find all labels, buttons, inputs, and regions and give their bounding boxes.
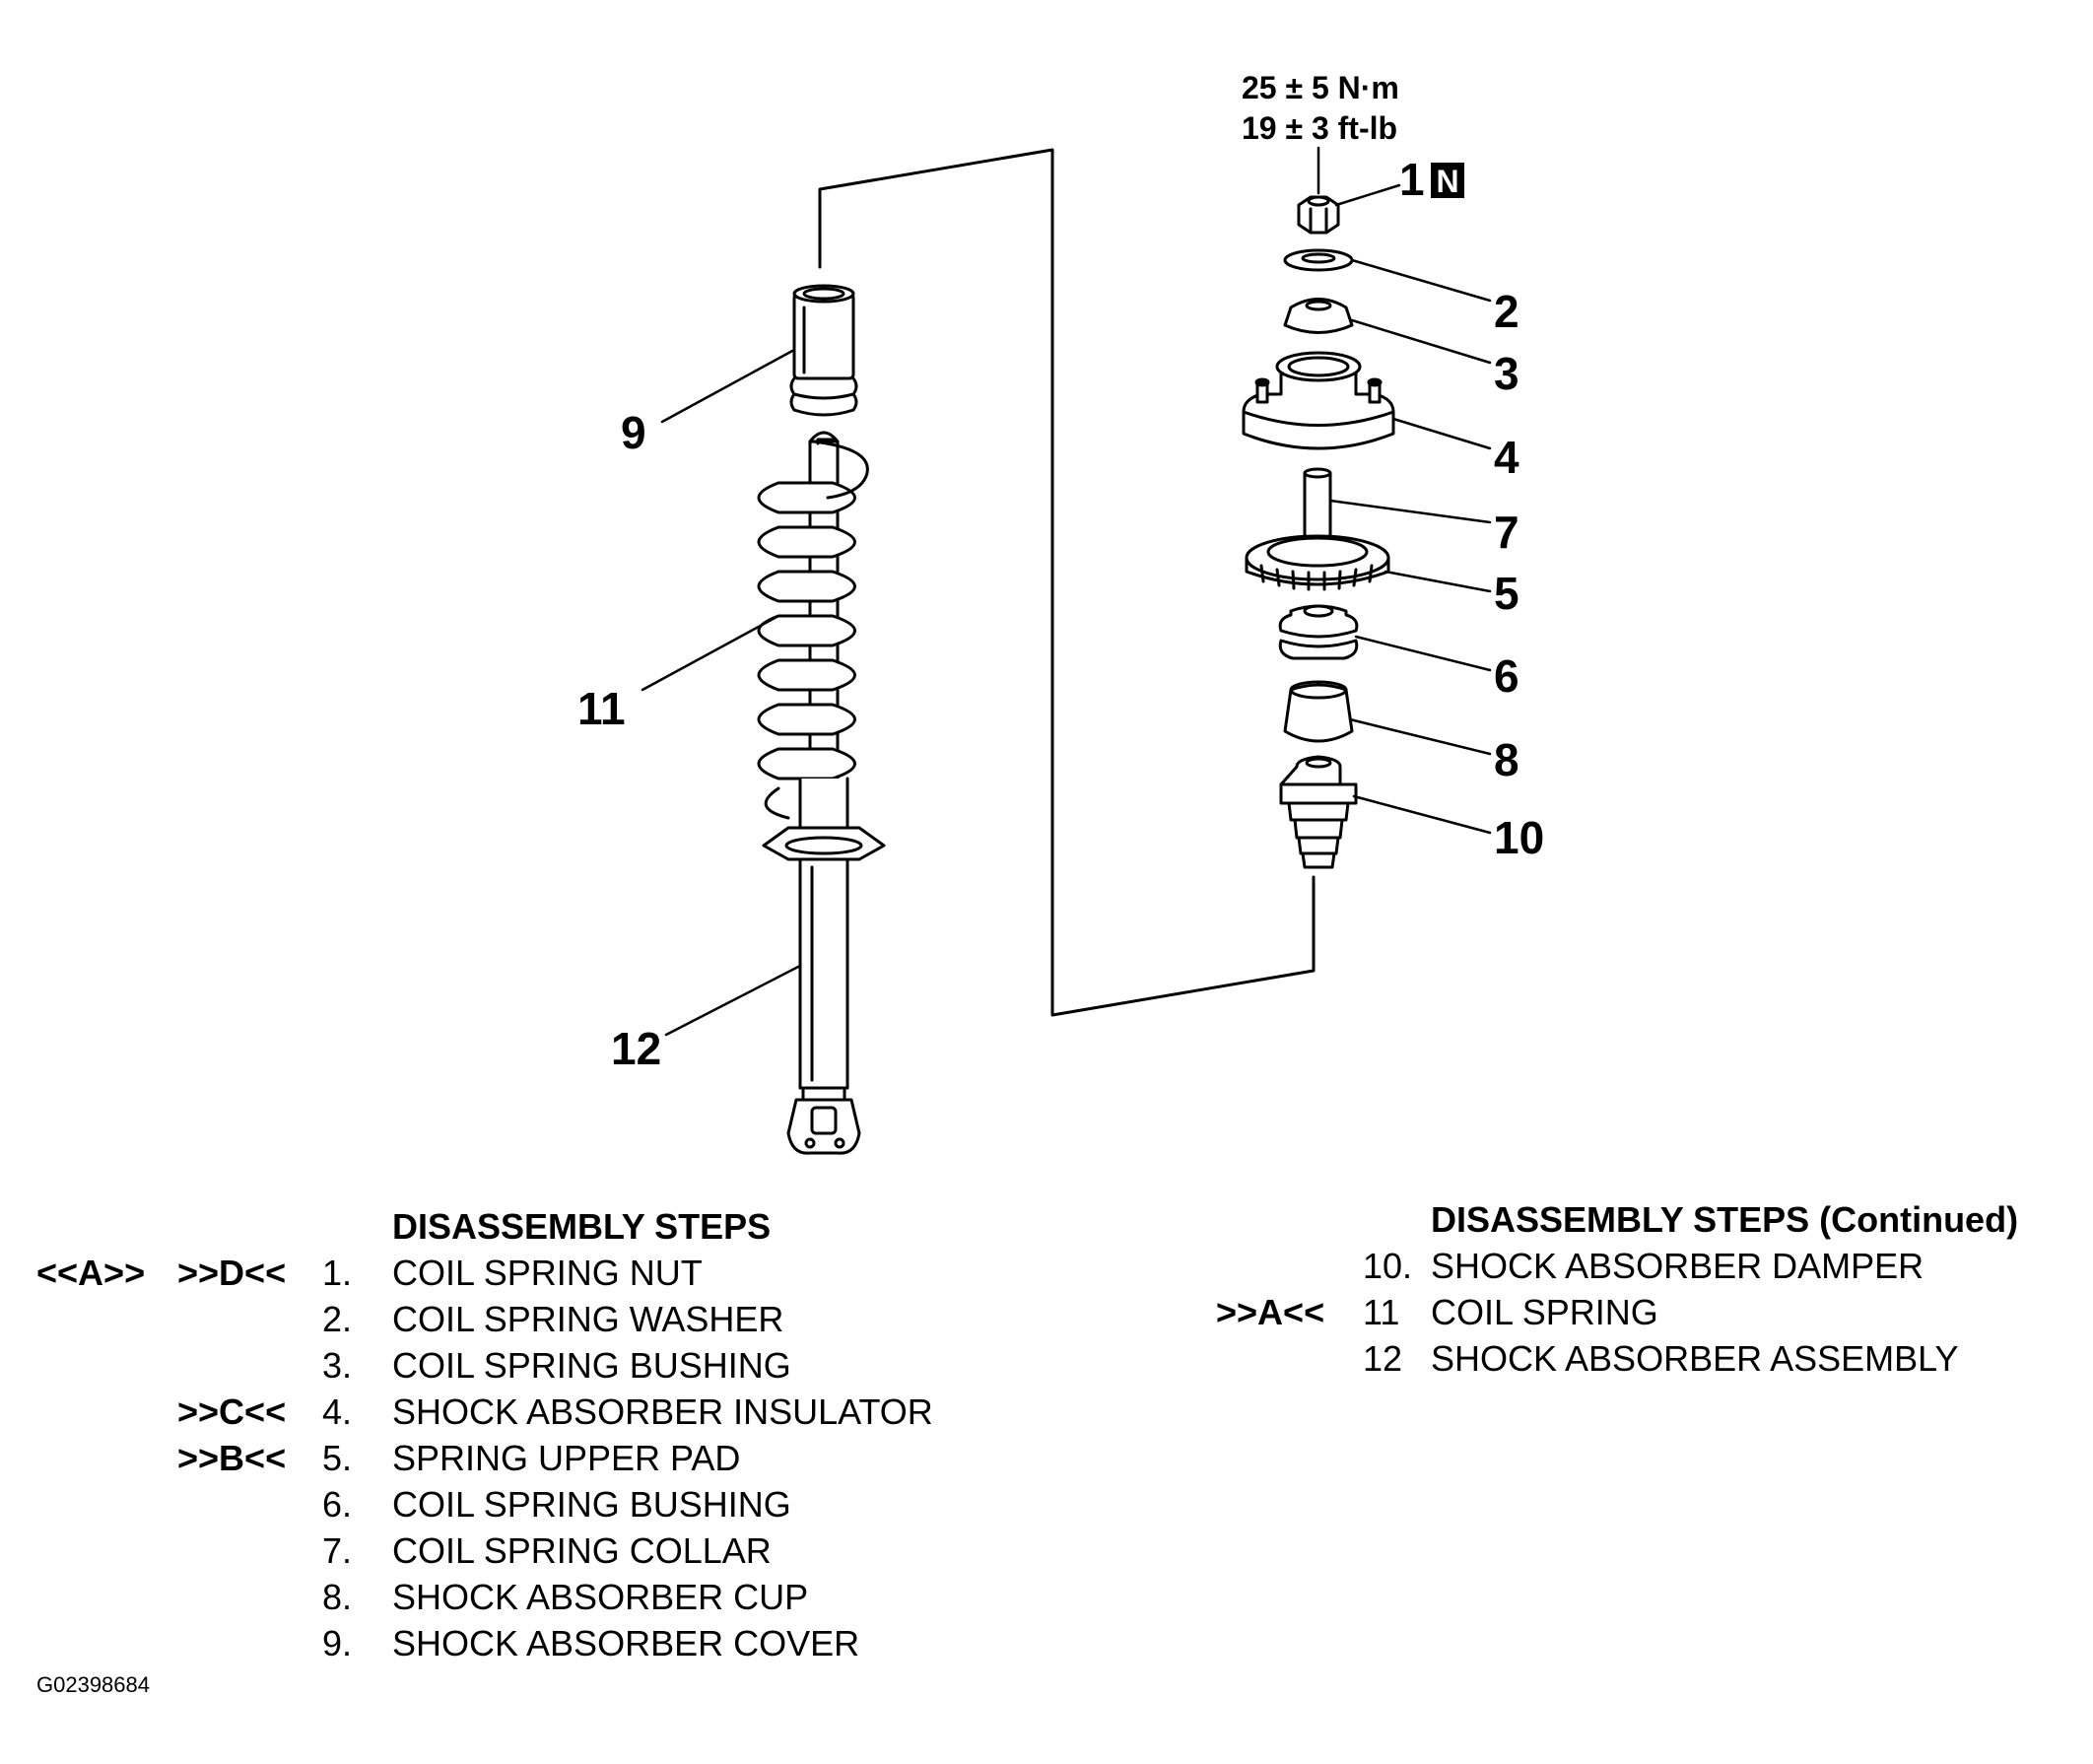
step-5-label: SPRING UPPER PAD <box>392 1438 741 1478</box>
coil-spring-nut <box>1297 195 1340 235</box>
callout-11: 11 <box>577 683 626 734</box>
step-6-number: 6. <box>322 1484 353 1525</box>
step-4-label: SHOCK ABSORBER INSULATOR <box>392 1391 933 1432</box>
steps-header: DISASSEMBLY STEPS <box>392 1206 772 1247</box>
step-5-number: 5. <box>322 1438 353 1478</box>
callout-7: 7 <box>1494 507 1519 558</box>
shock-absorber-damper <box>1279 755 1358 869</box>
callout-5: 5 <box>1494 568 1519 619</box>
step-11-number: 11 <box>1363 1292 1400 1332</box>
shock-absorber-cover <box>789 284 858 417</box>
coil-spring-collar <box>1303 467 1332 544</box>
leader-lines <box>641 146 1492 1037</box>
step-11-code: >>A<< <box>1216 1292 1325 1332</box>
torque-imperial: 19 ± 3 ft-lb <box>1242 110 1397 146</box>
step-11-label: COIL SPRING <box>1431 1292 1658 1332</box>
callout-8: 8 <box>1494 734 1519 785</box>
callout-3: 3 <box>1494 348 1519 399</box>
step-10-label: SHOCK ABSORBER DAMPER <box>1431 1246 1924 1286</box>
callout-1: 1 <box>1399 154 1425 205</box>
step-7-label: COIL SPRING COLLAR <box>392 1530 772 1571</box>
shock-absorber-cup <box>1283 680 1354 743</box>
figure-id: G02398684 <box>36 1672 150 1697</box>
step-10-number: 10. <box>1363 1246 1413 1286</box>
step-12-label: SHOCK ABSORBER ASSEMBLY <box>1431 1338 1959 1379</box>
step-4-number: 4. <box>322 1391 353 1432</box>
steps-continued-header: DISASSEMBLY STEPS (Continued) <box>1431 1199 2019 1240</box>
note-badge-box <box>1431 163 1464 198</box>
callout-10: 10 <box>1494 812 1544 863</box>
step-1-number: 1. <box>322 1253 353 1293</box>
coil-spring-bushing-upper <box>1283 298 1354 334</box>
step-7-number: 7. <box>322 1530 353 1571</box>
step-1-left-code: <<A>> <box>36 1253 146 1293</box>
step-1-label: COIL SPRING NUT <box>392 1253 703 1293</box>
callout-6: 6 <box>1494 650 1519 702</box>
step-12-number: 12 <box>1363 1338 1403 1379</box>
step-1-right-code: >>D<< <box>177 1253 287 1293</box>
step-3-number: 3. <box>322 1345 353 1386</box>
step-9-label: SHOCK ABSORBER COVER <box>392 1623 860 1663</box>
callout-9: 9 <box>621 407 646 458</box>
step-2-number: 2. <box>322 1299 353 1339</box>
step-2-label: COIL SPRING WASHER <box>392 1299 784 1339</box>
step-4-right-code: >>C<< <box>177 1391 287 1432</box>
step-3-label: COIL SPRING BUSHING <box>392 1345 791 1386</box>
shock-absorber-assembly <box>762 777 886 1155</box>
step-9-number: 9. <box>322 1623 353 1663</box>
callout-4: 4 <box>1494 432 1519 483</box>
step-8-number: 8. <box>322 1577 353 1617</box>
assembly-connector-lines <box>818 148 1316 1017</box>
spring-upper-pad <box>1245 534 1390 591</box>
step-6-label: COIL SPRING BUSHING <box>392 1484 791 1525</box>
step-8-label: SHOCK ABSORBER CUP <box>392 1577 809 1617</box>
callout-12: 12 <box>611 1023 661 1074</box>
new-part-badge: N <box>1436 164 1458 199</box>
step-5-right-code: >>B<< <box>177 1438 287 1478</box>
torque-metric: 25 ± 5 N·m <box>1242 70 1399 105</box>
coil-spring-bushing-lower <box>1278 604 1359 660</box>
callout-2: 2 <box>1494 286 1519 337</box>
coil-spring-washer <box>1283 248 1354 272</box>
shock-absorber-insulator <box>1242 351 1395 450</box>
